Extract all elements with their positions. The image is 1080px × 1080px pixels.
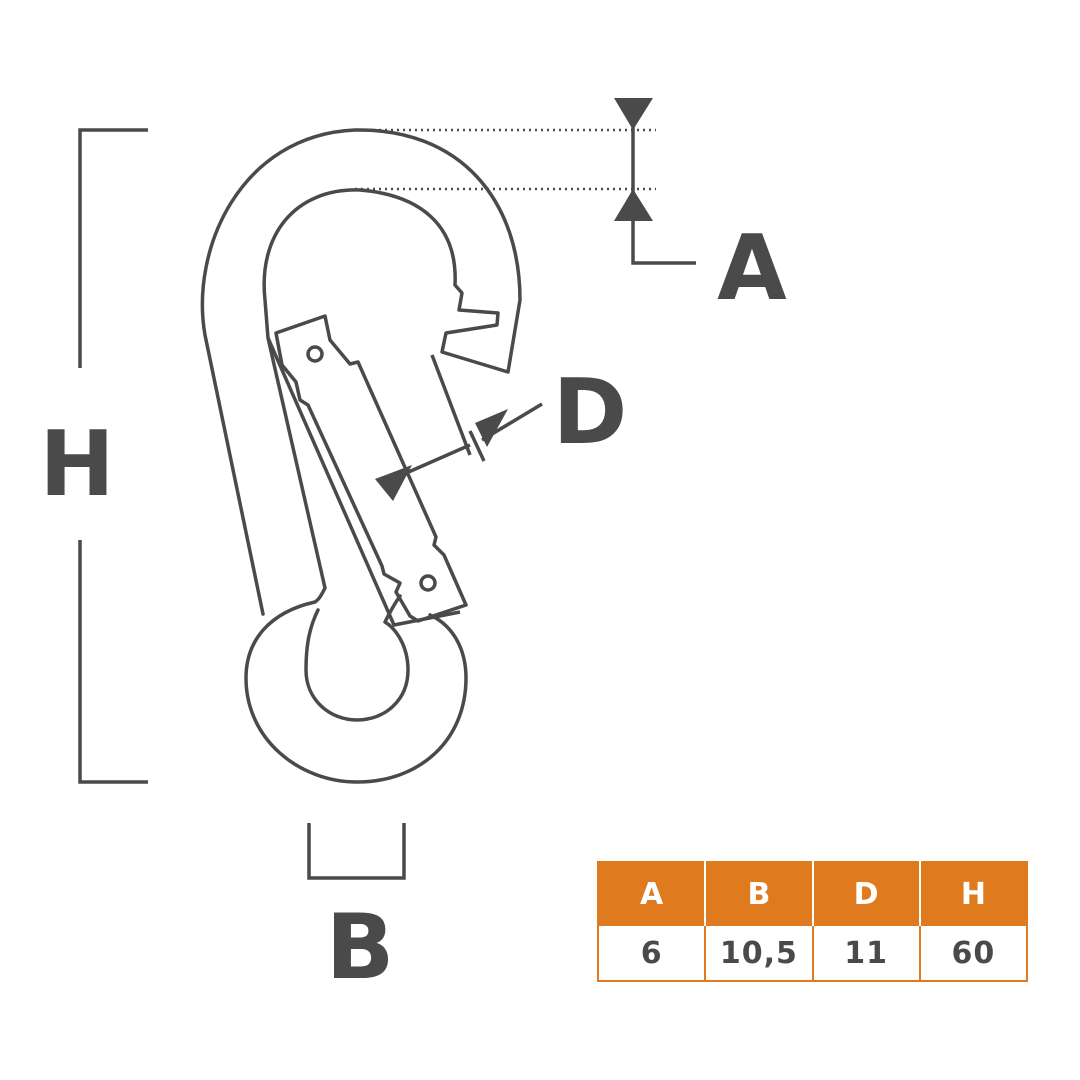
dimension-d-lines [403, 402, 543, 476]
table-row: 6 10,5 11 60 [598, 926, 1027, 981]
dimension-a-lines [355, 98, 696, 265]
table-header-a: A [598, 862, 707, 926]
table-value-b: 10,5 [705, 926, 814, 981]
carabiner-outline [200, 128, 522, 784]
table-value-a: 6 [598, 926, 707, 981]
table-header-d: D [812, 862, 921, 926]
table-header-b: B [705, 862, 814, 926]
spring-gate [266, 314, 472, 627]
table-header-row: A B D H [598, 862, 1027, 926]
dimension-b-bracket [307, 823, 406, 880]
dimension-d-arrow-left [375, 465, 412, 501]
dimension-a-arrow-up [614, 189, 653, 221]
label-d: D [553, 360, 628, 465]
label-h: H [39, 412, 114, 517]
label-b: B [326, 895, 395, 1000]
table-header-h: H [919, 862, 1027, 926]
dimension-table: A B D H 6 10,5 11 60 [597, 861, 1028, 982]
table-value-d: 11 [812, 926, 921, 981]
label-a: A [717, 216, 787, 321]
dimension-h-bracket [78, 128, 148, 784]
dimension-d-arrow-right [475, 409, 508, 447]
dimension-a-arrow-down [614, 98, 653, 130]
table-value-h: 60 [919, 926, 1027, 981]
